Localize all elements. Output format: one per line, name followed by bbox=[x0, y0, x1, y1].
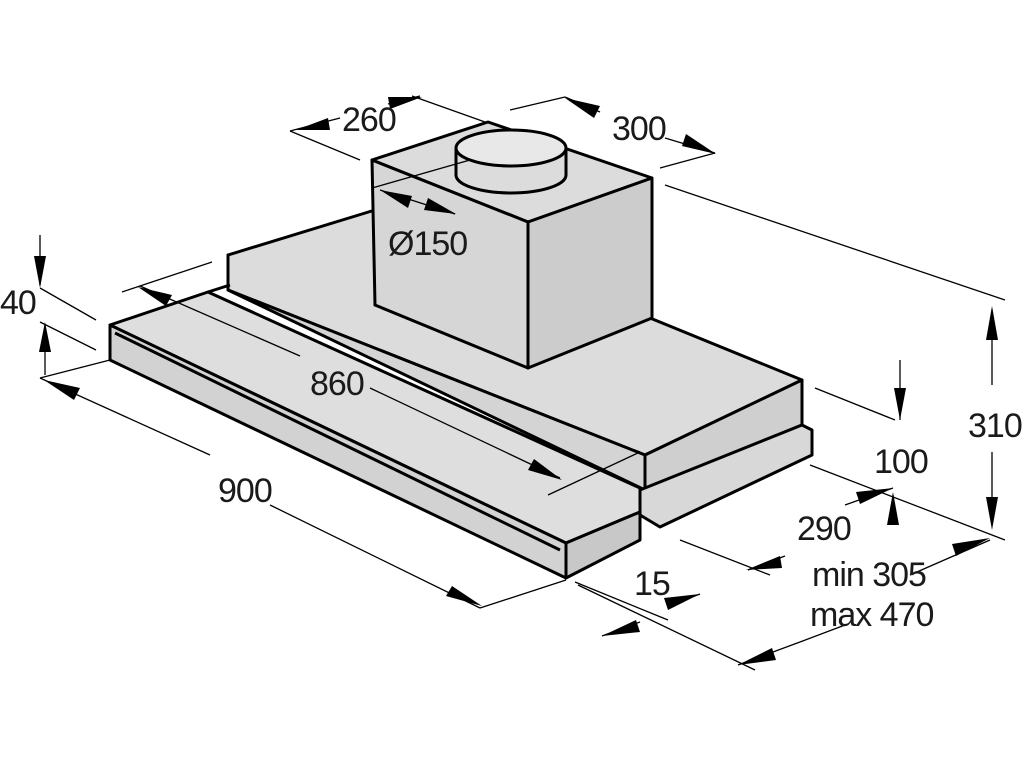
label-height-front: 40 bbox=[0, 284, 36, 322]
label-duct-box-depth: 260 bbox=[342, 101, 396, 139]
drawer-rail-left bbox=[207, 283, 231, 294]
duct-collar-rim bbox=[454, 128, 568, 168]
label-width-total: 900 bbox=[218, 472, 272, 510]
label-front-panel: 15 bbox=[634, 565, 670, 603]
label-duct-box-width: 300 bbox=[612, 110, 666, 148]
label-extension-max: max 470 bbox=[810, 596, 933, 634]
label-height-total: 310 bbox=[968, 407, 1022, 445]
drawer-lip-line bbox=[114, 331, 561, 552]
duct-box-right bbox=[526, 176, 654, 370]
dimension-lines bbox=[34, 95, 1006, 671]
label-duct-diameter: Ø150 bbox=[388, 225, 467, 263]
dimension-labels: 40 900 860 260 300 Ø150 310 100 290 min … bbox=[0, 101, 1023, 634]
label-extension-min: min 305 bbox=[812, 556, 926, 594]
front-drawer bbox=[108, 283, 642, 580]
duct-box bbox=[370, 120, 654, 370]
label-body-height: 100 bbox=[874, 443, 928, 481]
label-width-inner: 860 bbox=[310, 365, 364, 403]
label-depth-body: 290 bbox=[797, 510, 851, 548]
drawer-side-face bbox=[564, 510, 642, 580]
